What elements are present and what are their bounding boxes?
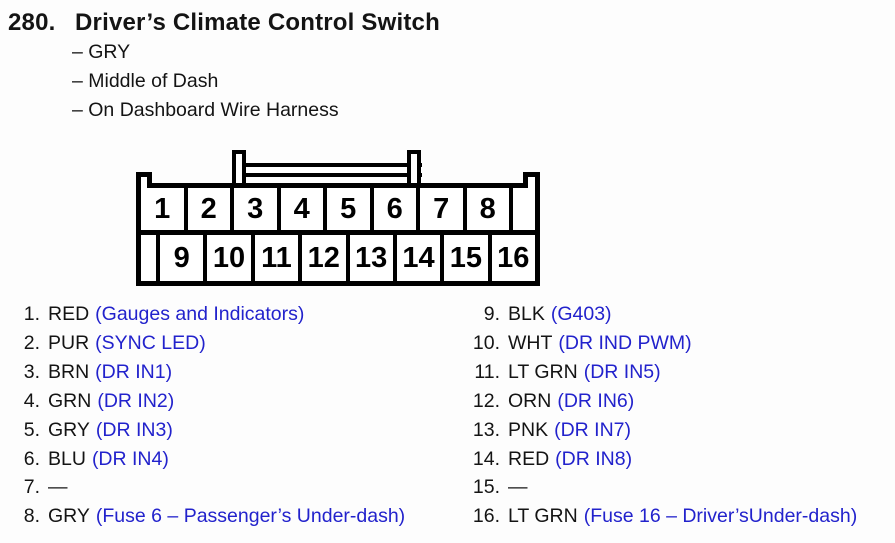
- wire-color: PUR: [48, 331, 90, 354]
- wire-color: LT GRN: [508, 360, 578, 383]
- pin-row: 2. PUR(SYNC LED): [13, 329, 405, 358]
- connector-pin-4: 4: [281, 188, 327, 230]
- connector-pin-8: 8: [467, 188, 513, 230]
- wire-color: WHT: [508, 331, 553, 354]
- pin-row: 5. GRY(DR IN3): [13, 416, 405, 445]
- pin-number: 14.: [472, 447, 500, 470]
- pin-function: (SYNC LED): [95, 331, 206, 354]
- connector-pin-13: 13: [350, 235, 397, 281]
- pin-row: 6. BLU(DR IN4): [13, 445, 405, 474]
- pin-function: (DR IND PWM): [558, 331, 692, 354]
- pin-number: 5.: [23, 418, 40, 441]
- pin-number: 1.: [23, 303, 40, 325]
- pin-row: 9. BLK(G403): [460, 300, 857, 329]
- pin-row: 7. —: [13, 473, 405, 502]
- connector-pin-3: 3: [234, 188, 281, 230]
- wire-color: —: [48, 476, 68, 499]
- pin-function: (DR IN7): [554, 418, 632, 441]
- pin-number: 10.: [472, 331, 500, 354]
- connector-tab-right: [407, 150, 421, 183]
- wire-color: —: [508, 476, 528, 499]
- pin-function: (G403): [550, 303, 612, 325]
- connector-body: 1 2 3 4 5 6 7 8 9 10 11 12 13 14 15 16: [136, 183, 540, 286]
- pin-list-right: 9. BLK(G403) 10. WHT(DR IND PWM) 11. LT GRN…: [460, 300, 857, 531]
- pin-row: 8. GRY(Fuse 6 – Passenger’s Under-dash): [13, 502, 405, 531]
- connector-pin-7: 7: [420, 188, 467, 230]
- connector-pin-16: 16: [497, 241, 530, 274]
- pin-row: 12. ORN(DR IN6): [460, 387, 857, 416]
- wire-color: PNK: [508, 418, 549, 441]
- pin-function: (DR IN8): [555, 447, 633, 470]
- pin-row: 13. PNK(DR IN7): [460, 416, 857, 445]
- wire-color: GRY: [48, 505, 90, 528]
- pin-function: (DR IN5): [583, 360, 661, 383]
- pin-number: 12.: [472, 389, 500, 412]
- pin-number: 7.: [23, 476, 40, 499]
- pin-function: (Fuse 6 – Passenger’s Under-dash): [95, 505, 406, 528]
- connector-pin-9: 9: [160, 235, 208, 281]
- pin-number: 15.: [472, 476, 500, 499]
- connector-diagram: 1 2 3 4 5 6 7 8 9 10 11 12 13 14 15 16: [136, 150, 540, 290]
- page-title: Driver’s Climate Control Switch: [75, 9, 440, 36]
- pin-function: (DR IN4): [91, 447, 169, 470]
- pin-row: 14. RED(DR IN8): [460, 445, 857, 474]
- wire-color: RED: [48, 303, 90, 325]
- connector-pin-14: 14: [397, 235, 445, 281]
- wire-color: RED: [508, 447, 550, 470]
- connector-notch-right: [523, 172, 540, 188]
- connector-pin-1: 1: [141, 188, 188, 230]
- connector-blank-cell: [513, 188, 535, 230]
- attribute-line: – GRY: [72, 41, 131, 63]
- connector-pin-2: 2: [188, 188, 234, 230]
- pin-function: (DR IN3): [95, 418, 173, 441]
- pin-number: 8.: [23, 505, 40, 528]
- pin-function: (Gauges and Indicators): [95, 303, 305, 325]
- pin-number: 6.: [23, 447, 40, 470]
- connector-pin-12: 12: [302, 235, 350, 281]
- attribute-line: – On Dashboard Wire Harness: [72, 99, 339, 121]
- connector-pin-10: 10: [207, 235, 255, 281]
- pin-row: 1. RED(Gauges and Indicators): [13, 300, 405, 329]
- connector-row-bottom: 9 10 11 12 13 14 15 16: [141, 235, 535, 281]
- pin-function: (DR IN2): [97, 389, 175, 412]
- pin-function: (DR IN6): [557, 389, 635, 412]
- pin-number: 9.: [483, 303, 500, 325]
- pin-row: 15. —: [460, 473, 857, 502]
- pin-list-left: 1. RED(Gauges and Indicators) 2. PUR(SYNC …: [13, 300, 405, 531]
- connector-pin-15: 15: [444, 235, 492, 281]
- attribute-list: – GRY – Middle of Dash – On Dashboard Wi…: [72, 38, 339, 125]
- wire-color: ORN: [508, 389, 552, 412]
- pin-number: 11.: [474, 360, 500, 383]
- pin-row: 11. LT GRN(DR IN5): [460, 358, 857, 387]
- section-number: 280.: [8, 9, 56, 36]
- pin-number: 16.: [472, 505, 500, 528]
- pin-row: 4. GRN(DR IN2): [13, 387, 405, 416]
- connector-tab-left: [232, 150, 246, 183]
- pin-row: 16. LT GRN(Fuse 16 – Driver’sUnder-dash): [460, 502, 857, 531]
- pin-row: 10. WHT(DR IND PWM): [460, 329, 857, 358]
- connector-notch-left: [136, 172, 152, 188]
- wire-color: GRN: [48, 389, 92, 412]
- wire-color: BLK: [508, 303, 545, 325]
- pin-number: 4.: [23, 389, 40, 412]
- pin-function: (Fuse 16 – Driver’sUnder-dash): [583, 505, 858, 528]
- pin-number: 13.: [472, 418, 500, 441]
- pin-number: 3.: [23, 360, 40, 383]
- connector-row-top: 1 2 3 4 5 6 7 8: [141, 188, 535, 235]
- pin-function: (DR IN1): [95, 360, 173, 383]
- connector-blank-cell: [141, 235, 160, 281]
- attribute-line: – Middle of Dash: [72, 70, 219, 92]
- pin-row: 3. BRN(DR IN1): [13, 358, 405, 387]
- connector-pin-5: 5: [327, 188, 374, 230]
- wire-color: BLU: [48, 447, 86, 470]
- pin-number: 2.: [23, 331, 40, 354]
- connector-latch-bar: [236, 163, 422, 177]
- connector-pin-11: 11: [255, 235, 303, 281]
- wire-color: GRY: [48, 418, 90, 441]
- wire-color: BRN: [48, 360, 90, 383]
- wire-color: LT GRN: [508, 505, 578, 528]
- connector-pin-6: 6: [374, 188, 420, 230]
